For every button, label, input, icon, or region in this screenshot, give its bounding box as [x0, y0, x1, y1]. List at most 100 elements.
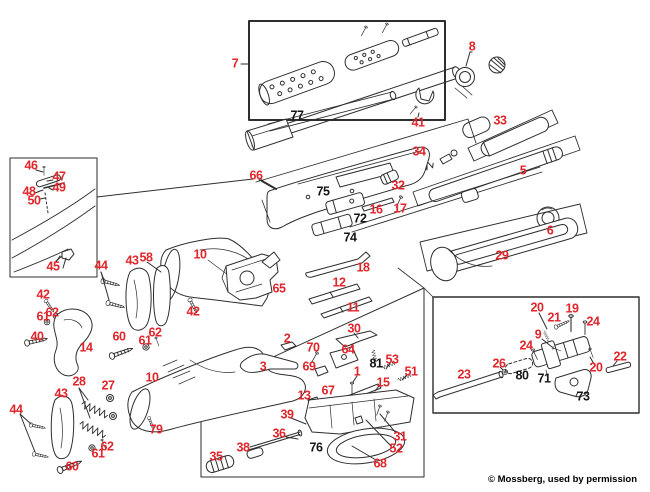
part-label-58: 58 — [139, 250, 153, 265]
magazine-plug-35-36-38 — [205, 429, 303, 473]
part-label-77: 77 — [290, 108, 304, 123]
part-label-36: 36 — [272, 426, 286, 441]
receiver-75 — [255, 118, 477, 230]
part-label-45: 45 — [46, 259, 60, 274]
ghost-tube-80 — [504, 357, 534, 375]
bolt-72 — [325, 192, 365, 215]
part-label-40: 40 — [30, 329, 44, 344]
copyright-notice: © Mossberg, used by permission — [487, 474, 637, 485]
part-label-21: 21 — [547, 310, 561, 325]
part-label-52: 52 — [389, 441, 403, 456]
barrel-band-41 — [408, 87, 435, 116]
block-73 — [554, 369, 592, 398]
part-label-42: 42 — [36, 287, 50, 302]
part-label-43: 43 — [125, 253, 139, 268]
part-label-11: 11 — [346, 300, 360, 315]
part-label-65: 65 — [272, 281, 286, 296]
part-label-32: 32 — [391, 178, 405, 193]
firing-pin-66 — [258, 179, 277, 190]
part-label-29: 29 — [495, 248, 509, 263]
part-label-35: 35 — [209, 449, 223, 464]
part-label-5: 5 — [519, 163, 527, 178]
part-label-72: 72 — [353, 211, 367, 226]
part-label-76: 76 — [309, 440, 323, 455]
part-label-22: 22 — [613, 349, 627, 364]
barrel-ring-8 — [455, 51, 475, 87]
part-label-1: 1 — [353, 364, 361, 379]
part-label-62: 62 — [45, 305, 59, 320]
action-bars-23 — [432, 370, 504, 400]
box-small-parts — [530, 312, 632, 374]
part-label-39: 39 — [280, 407, 294, 422]
part-label-17: 17 — [393, 201, 407, 216]
part-label-6: 6 — [546, 223, 554, 238]
part-label-62: 62 — [100, 439, 114, 454]
part-label-8: 8 — [468, 39, 476, 54]
part-label-79: 79 — [149, 422, 163, 437]
part-label-49: 49 — [52, 180, 66, 195]
part-label-81: 81 — [369, 356, 383, 371]
magazine-cap — [488, 56, 506, 74]
part-label-68: 68 — [373, 456, 387, 471]
clip-26 — [499, 366, 508, 375]
part-label-24: 24 — [519, 338, 533, 353]
part-label-41: 41 — [411, 115, 425, 130]
buttplate-43-lower — [50, 395, 75, 460]
part-label-2: 2 — [283, 331, 291, 346]
buttplate-screws-44-lower — [19, 413, 50, 460]
part-label-9: 9 — [534, 327, 542, 342]
pistol-grip-14 — [53, 308, 93, 377]
part-label-34: 34 — [412, 144, 426, 159]
part-label-10: 10 — [193, 247, 207, 262]
magazine-spring-34 — [402, 149, 458, 179]
part-label-80: 80 — [515, 368, 529, 383]
trigger-housing-76 — [304, 389, 415, 435]
part-label-20: 20 — [530, 300, 544, 315]
part-label-67: 67 — [321, 383, 335, 398]
spacer-58 — [146, 261, 171, 327]
part-label-31: 31 — [393, 429, 407, 444]
trigger-guard-68 — [326, 427, 406, 465]
part-label-50: 50 — [27, 193, 41, 208]
part-label-61: 61 — [138, 333, 152, 348]
part-label-46: 46 — [24, 158, 38, 173]
buttplate-screws-44-upper — [100, 271, 126, 311]
part-label-64: 64 — [341, 342, 355, 357]
forend-29 — [419, 203, 588, 282]
part-label-44: 44 — [9, 402, 23, 417]
heat-shield-parts — [258, 22, 473, 106]
trigger-assembly-65 — [221, 251, 281, 301]
rail-12 — [308, 283, 361, 305]
part-label-70: 70 — [306, 340, 320, 355]
pin-1 — [349, 375, 358, 395]
bolt-32-16-17 — [361, 169, 404, 212]
part-label-61: 61 — [36, 309, 50, 324]
part-label-14: 14 — [79, 340, 93, 355]
carrier-18 — [305, 251, 371, 278]
barrel — [245, 66, 461, 151]
part-label-69: 69 — [302, 359, 316, 374]
part-label-44: 44 — [94, 258, 108, 273]
bolt-slide-detail-box — [397, 267, 640, 414]
part-label-27: 27 — [101, 378, 115, 393]
part-label-15: 15 — [376, 375, 390, 390]
part-label-12: 12 — [332, 275, 346, 290]
part-label-26: 26 — [492, 356, 506, 371]
part-label-33: 33 — [493, 113, 507, 128]
part-label-38: 38 — [236, 440, 250, 455]
part-label-60: 60 — [65, 459, 79, 474]
recoil-springs-28 — [78, 387, 110, 440]
part-label-10: 10 — [145, 370, 159, 385]
part-label-16: 16 — [369, 202, 383, 217]
magazine-tube-33 — [462, 109, 559, 162]
part-label-43: 43 — [54, 386, 68, 401]
misc-leader-lines — [35, 51, 473, 263]
springs-81-53-51 — [371, 349, 412, 382]
part-label-3: 3 — [259, 359, 267, 374]
part-label-61: 61 — [91, 446, 105, 461]
part-label-18: 18 — [356, 260, 370, 275]
rear-sight-detail-box — [9, 157, 254, 278]
part-label-75: 75 — [316, 184, 330, 199]
part-label-71: 71 — [537, 371, 551, 386]
part-label-19: 19 — [565, 301, 579, 316]
